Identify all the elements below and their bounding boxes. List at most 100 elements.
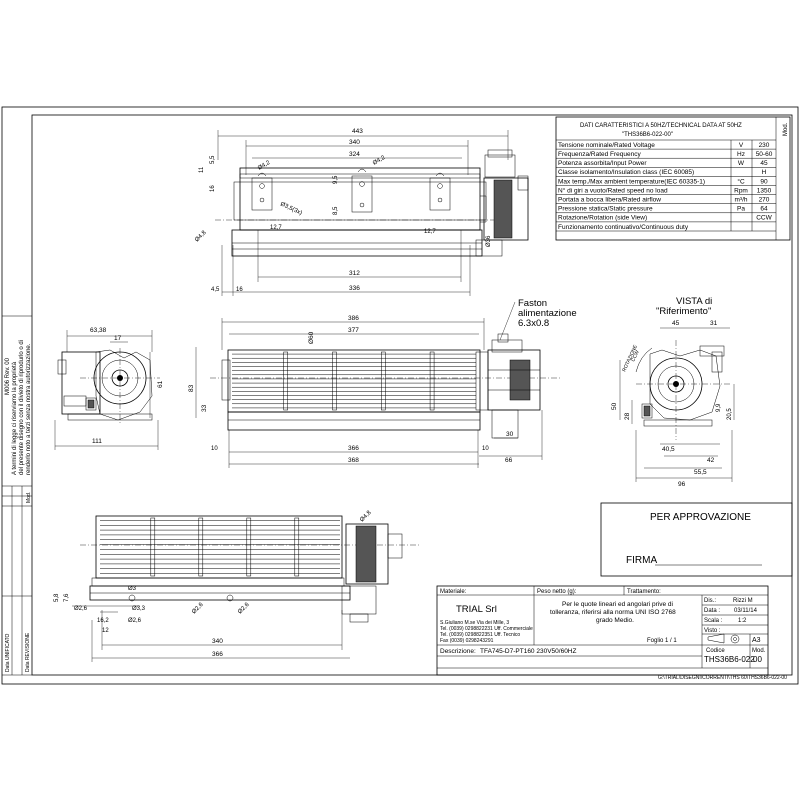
sheet-number: Foglio 1 / 1 <box>647 638 677 644</box>
tech-row-label: N° di giri a vuoto/Rated speed no load <box>558 186 668 194</box>
tech-row-label: Potenza assorbita/Input Power <box>558 160 647 167</box>
dim-366: 366 <box>348 445 359 452</box>
tech-row-label: Portata a bocca libera/Rated airflow <box>558 197 661 204</box>
tech-row-unit: W <box>738 160 745 167</box>
dim-dia-3-5: Ø3,5(3x) <box>279 201 303 216</box>
dim-dia-4-2-mid: Ø4,2 <box>372 155 387 167</box>
bottom-view: 340 366 Ø2,6 Ø3 Ø3,3 Ø2,6 Ø2,6 Ø2,6 Ø4,8… <box>54 510 420 662</box>
description-label: Descrizione: <box>440 648 476 655</box>
impeller-ring <box>246 517 252 577</box>
legal-notice-line-3: renderlo noto a terzi senza nostra autor… <box>26 343 32 475</box>
dim-33: 33 <box>201 404 208 412</box>
tech-row-unit: °C <box>737 177 745 185</box>
impeller-ring <box>283 351 288 411</box>
company-address-1: S.Giuliano M.se Via dei Mille, 3 <box>440 620 509 626</box>
bottom-dim-12: 12 <box>102 628 109 634</box>
material-label: Materiale: <box>440 589 467 595</box>
dim-9-5: 9,5 <box>333 175 339 184</box>
mod-label: Mod. <box>752 648 766 654</box>
reference-view: VISTA di "Riferimento" 45 31 ROTAZIONE C… <box>611 296 735 488</box>
dim-10-right: 10 <box>482 446 489 452</box>
impeller-housing <box>227 349 481 413</box>
tech-table-mod: Mod. <box>783 122 789 136</box>
bottom-dim-dia-2-6-a: Ø2,6 <box>74 606 88 612</box>
tech-row-label: Classe isolamento/Insulation class (IEC … <box>558 169 694 176</box>
dim-dia-36: Ø36 <box>486 235 492 247</box>
company-name: TRIAL Srl <box>456 604 497 615</box>
code-value: THS36B6-022 <box>704 655 755 664</box>
dim-12-7-right: 12,7 <box>424 229 436 235</box>
tech-row-label: Frequenza/Rated Frequency <box>558 151 641 158</box>
dim-61: 61 <box>157 380 164 388</box>
mod-value: 00 <box>753 655 762 664</box>
tech-row-unit: m³/h <box>735 197 748 204</box>
motor-top <box>484 154 516 178</box>
signature-label: FIRMA <box>626 555 657 566</box>
tolerance-note-2: tolleranza, riferirsi alla norma UNI ISO… <box>550 609 676 616</box>
reference-view-title-1: VISTA di <box>676 296 712 307</box>
drawing-frame <box>31 114 793 676</box>
impeller-ring <box>294 517 300 577</box>
bottom-dim-dia-3-3: Ø3,3 <box>132 606 146 612</box>
dim-12-7-left: 12,7 <box>270 225 282 231</box>
mount-bracket-mid <box>351 175 373 213</box>
tech-row-value: 270 <box>759 197 770 204</box>
legal-notice-line-2: del presente disegno con il divieto di r… <box>19 340 25 475</box>
weight-label: Peso netto (g): <box>537 589 577 595</box>
dim-83: 83 <box>188 384 195 392</box>
bottom-dim-dia-2-6-d: Ø2,6 <box>237 602 251 616</box>
impeller-ring <box>332 351 337 411</box>
file-path: G:\TRIAL\DISEGNI\CORRENTI\THS 60\THS36B6… <box>658 675 787 681</box>
margin-revisione: Data REVISIONE <box>25 632 31 672</box>
tech-row-value: 64 <box>760 206 768 213</box>
impeller-ring <box>381 351 386 411</box>
reference-view-title-2: "Riferimento" <box>656 306 711 317</box>
dim-30: 30 <box>506 431 514 438</box>
tech-row-value: CCW <box>756 215 772 222</box>
tech-table-code: "THS36B6-022-00" <box>622 132 673 138</box>
checked-label: Visto : <box>704 628 721 634</box>
bottom-dim-dia-2-6-b: Ø2,6 <box>128 618 142 624</box>
sheet-border <box>1 106 799 685</box>
faston-label-1: Faston <box>518 298 547 309</box>
bottom-dim-5-8: 5,8 <box>54 593 60 602</box>
tolerance-note-3: grado Medio. <box>596 617 634 624</box>
sheet-size: A3 <box>752 637 761 644</box>
tech-row-label: Max temp./Max ambient temperature(IEC 60… <box>558 178 705 185</box>
dim-10-left: 10 <box>211 446 218 452</box>
dim-45: 45 <box>672 320 680 327</box>
form-revision: M006 Rev. 00 <box>5 357 11 395</box>
tech-table-title: DATI CARATTERISTICI A 50HZ/TECHNICAL DAT… <box>580 123 742 129</box>
projection-symbol-icon <box>707 633 740 644</box>
impeller-ring <box>198 517 204 577</box>
dim-42: 42 <box>707 457 715 464</box>
left-motor-housing <box>93 351 147 405</box>
tech-row-value: 50-60 <box>756 151 773 158</box>
dim-8-5: 8,5 <box>333 206 339 215</box>
dim-386: 386 <box>348 315 359 322</box>
tech-row-label: Pressione statica/Static pressure <box>558 206 653 213</box>
tech-row-label: Funzionamento continuativo/Continuous du… <box>558 224 689 231</box>
approval-title: PER APPROVAZIONE <box>650 512 751 523</box>
margin-mod: Mod. <box>26 492 32 503</box>
rotation-direction: CCW <box>630 349 641 363</box>
motor-body-top <box>483 177 529 241</box>
left-margin: A termini di legge ci riserviamo la prop… <box>2 315 32 676</box>
scale-label: Scala : <box>704 618 723 624</box>
tech-row-unit: Pa <box>737 206 745 213</box>
scale-value: 1:2 <box>738 618 747 624</box>
margin-unificato: Data UNIFICATO <box>5 633 11 672</box>
dim-63-38: 63,38 <box>90 327 107 334</box>
tech-row-value: 45 <box>760 160 768 167</box>
mount-bracket-right <box>429 177 451 211</box>
tech-row-unit: Hz <box>737 151 745 158</box>
dim-28: 28 <box>624 412 631 420</box>
impeller-ring <box>429 351 435 411</box>
bottom-dim-7-6: 7,6 <box>64 593 70 602</box>
bottom-dim-16-2: 16,2 <box>97 618 109 624</box>
dim-66: 66 <box>505 457 513 464</box>
dim-312: 312 <box>349 270 360 277</box>
company-address-2: Tel. (0039) 0298822231 Uff. Commerciale <box>440 626 533 632</box>
dim-16b: 16 <box>210 185 216 192</box>
